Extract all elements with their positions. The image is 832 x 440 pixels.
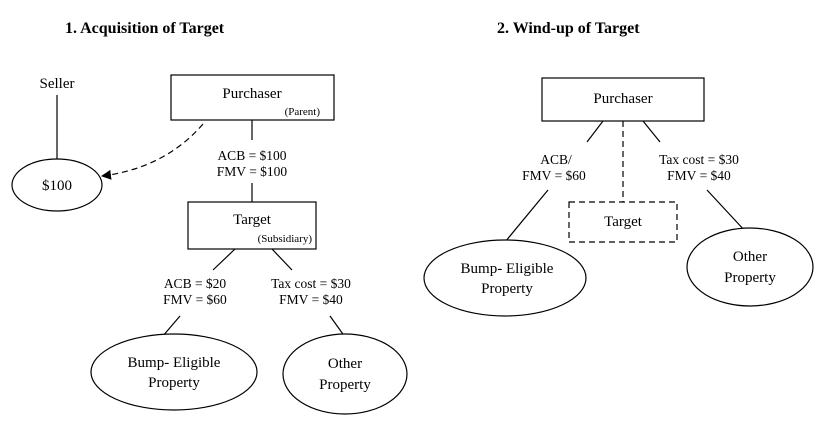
p2-bump-acb-label: ACB/ (540, 152, 572, 167)
bump-acb-label: ACB = $20 (164, 276, 227, 291)
purchaser-label: Purchaser (222, 86, 281, 102)
bump-fmv-label: FMV = $60 (163, 292, 227, 307)
seller-label: Seller (40, 76, 75, 92)
other-fmv-label: FMV = $40 (279, 292, 343, 307)
other-tax-label: Tax cost = $30 (271, 276, 351, 291)
bump-eligible-line1: Bump- Eligible (128, 355, 221, 371)
purchaser-box (170, 74, 335, 121)
p2-bump-eligible-line2: Property (481, 281, 533, 297)
purchaser2-other-connector-top (642, 120, 661, 143)
purchaser2-label: Purchaser (593, 91, 652, 107)
other-property-line1: Other (328, 356, 362, 372)
target-fmv-label: FMV = $100 (217, 164, 288, 179)
p2-bump-connector-bottom (504, 189, 549, 243)
other-property-line2: Property (319, 377, 371, 393)
target-box (187, 201, 317, 250)
p2-bump-eligible-ellipse (423, 239, 587, 317)
purchaser2-box (541, 77, 705, 122)
p2-other-tax-label: Tax cost = $30 (659, 152, 739, 167)
panel1-title: 1. Acquisition of Target (65, 20, 225, 37)
target-label: Target (233, 212, 272, 228)
p2-other-connector-bottom (706, 189, 747, 233)
p2-other-property-ellipse (686, 227, 814, 307)
p2-bump-fmv-label: FMV = $60 (522, 168, 586, 183)
target-sub-label: (Subsidiary) (258, 233, 313, 245)
bump-eligible-ellipse (90, 333, 258, 411)
target2-dashed-box (568, 201, 678, 243)
target-acb-label: ACB = $100 (217, 148, 286, 163)
p2-other-property-line2: Property (724, 270, 776, 286)
target-other-connector-top (271, 248, 293, 271)
target2-label: Target (604, 214, 643, 230)
purchaser-sub-label: (Parent) (285, 106, 321, 118)
p2-other-property-line1: Other (733, 249, 767, 265)
p2-bump-eligible-line1: Bump- Eligible (461, 261, 554, 277)
other-property-ellipse (282, 333, 408, 415)
seller-amount-text: $100 (42, 178, 72, 194)
p2-other-fmv-label: FMV = $40 (667, 168, 731, 183)
bump-eligible-line2: Property (148, 375, 200, 391)
payment-arrow (101, 123, 204, 180)
seller-amount-ellipse (11, 158, 103, 212)
panel2-title: 2. Wind-up of Target (497, 20, 640, 37)
bump-connector-bottom (161, 315, 181, 338)
target-bump-connector-top (212, 248, 236, 271)
purchaser2-bump-connector-top (586, 120, 604, 143)
